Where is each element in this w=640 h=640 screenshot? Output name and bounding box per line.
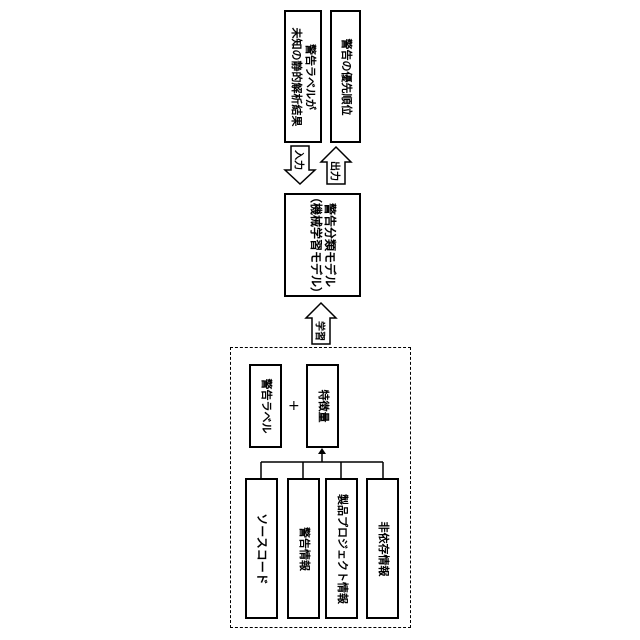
tree-arrowhead	[318, 448, 326, 454]
learn-arrow-label: 学習	[314, 321, 329, 341]
input-arrow-label: 入力	[293, 150, 308, 170]
output-arrow-label: 出力	[329, 161, 344, 181]
